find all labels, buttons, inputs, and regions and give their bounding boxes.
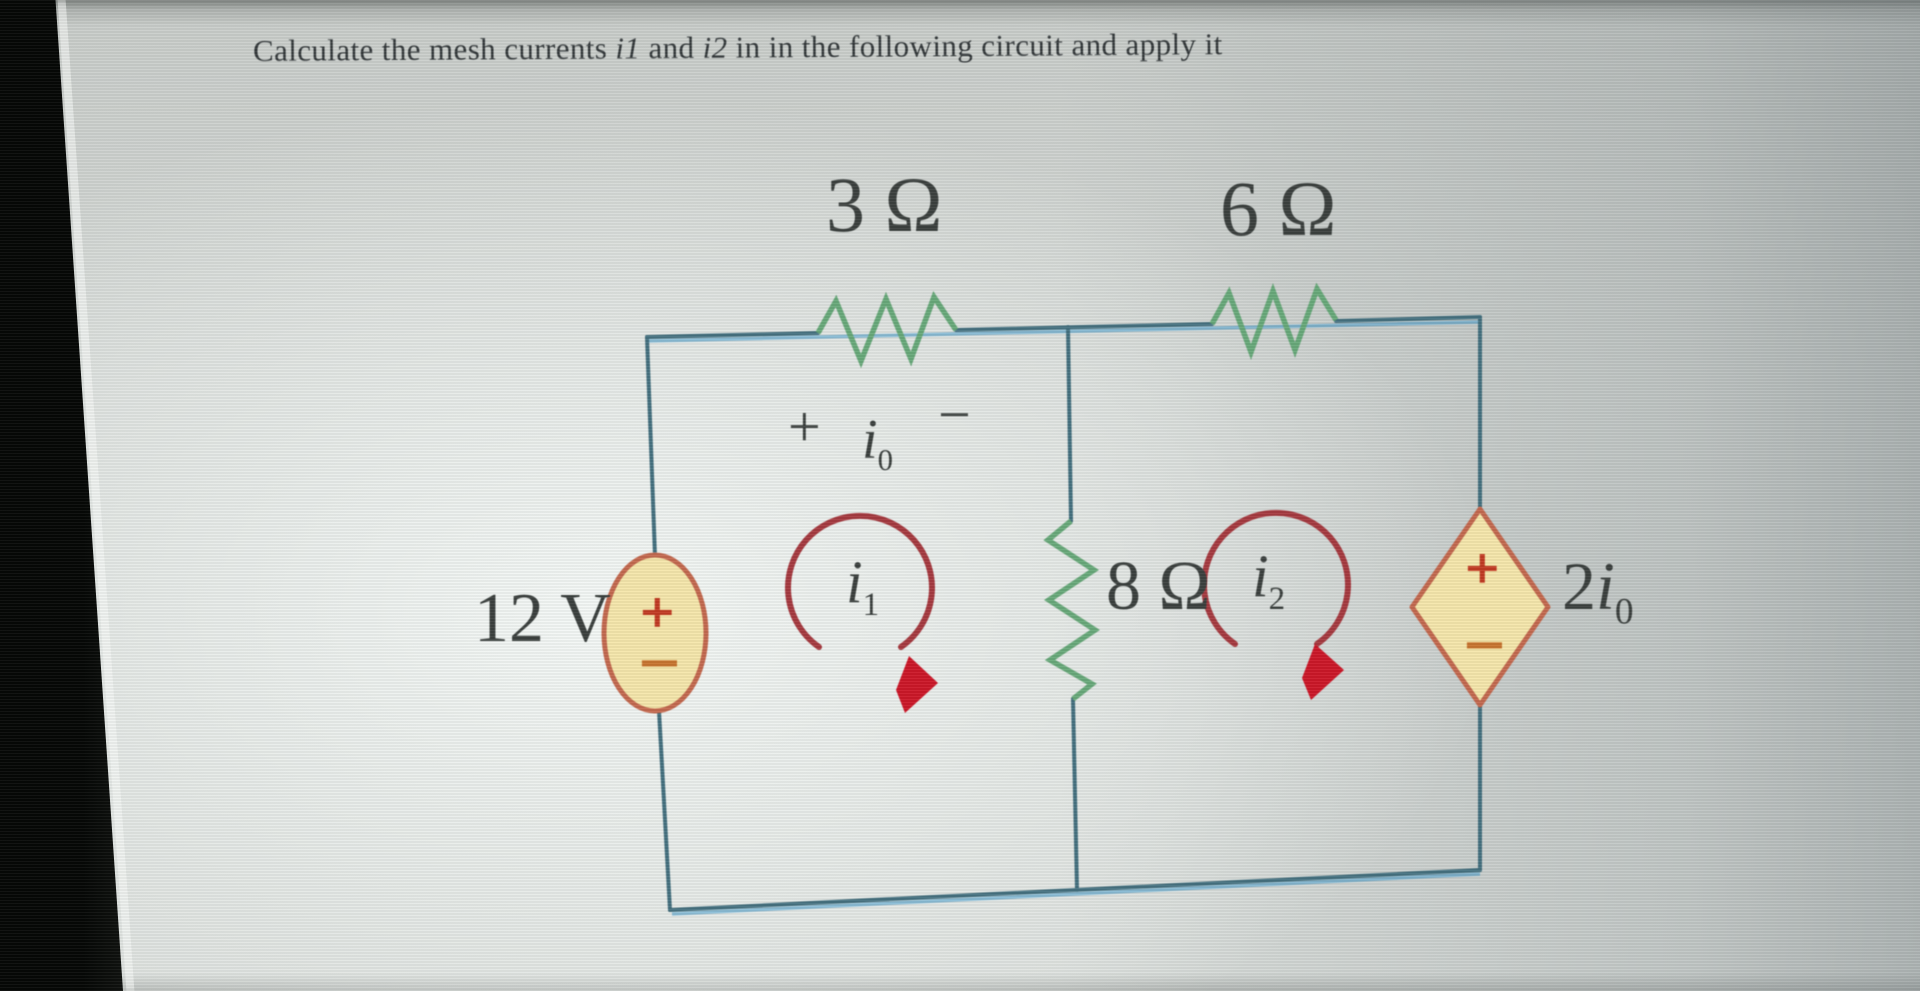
voltage-source-minus-sign: − <box>636 629 683 695</box>
voltage-source-label: 12 V <box>474 580 611 657</box>
mesh1-arrowhead <box>896 656 938 713</box>
resistors <box>815 282 1339 702</box>
resistor-8ohm-zigzag <box>1043 518 1100 702</box>
mesh2-current-label: i2 <box>1252 543 1286 617</box>
dependent-source-minus-sign: − <box>1461 611 1508 677</box>
mesh2-arrowhead <box>1302 644 1344 700</box>
top-wire <box>645 315 1482 339</box>
voltage-source-body <box>601 552 709 714</box>
circuit-wires <box>645 315 1482 912</box>
bottom-wire <box>668 868 1482 912</box>
mesh-arrowheads <box>896 644 1344 713</box>
branch-current-minus: − <box>938 382 971 447</box>
voltage-source-plus-sign: + <box>638 584 677 638</box>
dependent-source-label: 2i0 <box>1562 548 1634 633</box>
resistor-3ohm-zigzag <box>815 290 959 369</box>
top-wire-highlight <box>646 320 1481 343</box>
mesh1-arrow-arc <box>785 512 935 650</box>
branch-current-label: i0 <box>862 409 893 478</box>
dependent-source-plus-sign: + <box>1463 540 1502 594</box>
dependent-source-body <box>1409 506 1551 708</box>
resistor-6ohm-zigzag <box>1209 282 1339 360</box>
middle-wire <box>1066 325 1079 892</box>
resistor-6ohm-label: 6 Ω <box>1220 165 1337 252</box>
mesh-arrows <box>785 509 1351 650</box>
resistor-3ohm-label: 3 Ω <box>826 161 943 248</box>
mesh2-arrow-arc <box>1201 509 1351 647</box>
bottom-wire-highlight <box>671 872 1481 916</box>
branch-current-plus: + <box>788 394 821 459</box>
left-wire <box>645 335 672 912</box>
mesh1-current-label: i1 <box>846 549 880 623</box>
resistor-8ohm-label: 8 Ω <box>1106 548 1211 625</box>
